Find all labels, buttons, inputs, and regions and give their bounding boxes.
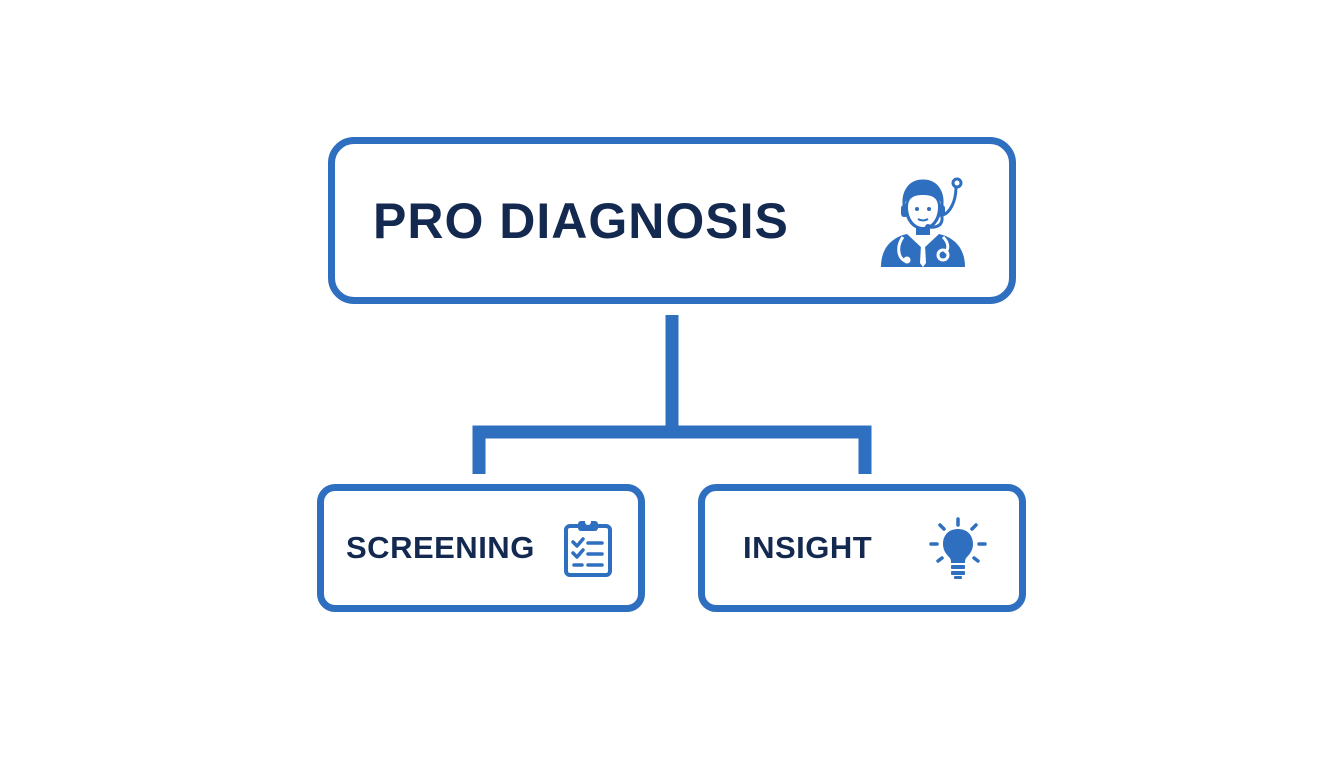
clipboard-checklist-icon — [564, 519, 612, 577]
connector-branch — [472, 425, 872, 474]
child-node-screening: SCREENING — [317, 484, 645, 612]
root-node-label: PRO DIAGNOSIS — [373, 192, 789, 249]
root-node-pro-diagnosis: PRO DIAGNOSIS — [328, 137, 1016, 304]
lightbulb-icon — [929, 517, 987, 579]
screening-label: SCREENING — [346, 530, 535, 565]
insight-label: INSIGHT — [743, 530, 873, 565]
doctor-headset-icon — [881, 177, 965, 267]
child-node-insight: INSIGHT — [698, 484, 1026, 612]
